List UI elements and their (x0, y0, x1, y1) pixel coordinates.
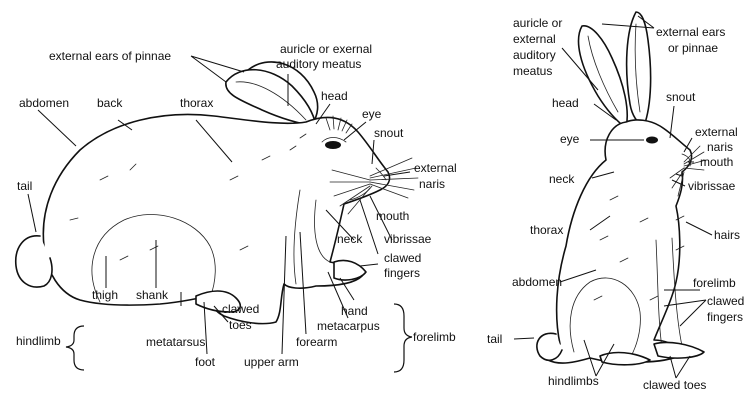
label-abdomen: abdomen (19, 96, 69, 110)
label-upper-arm: upper arm (244, 355, 299, 369)
label-clawed-fingers-1: clawed (384, 251, 421, 265)
label-shank: shank (136, 288, 169, 302)
label-sit-hairs: hairs (714, 228, 740, 242)
label-external-naris-2: naris (419, 177, 445, 191)
label-sit-abdomen: abdomen (512, 275, 562, 289)
label-snout: snout (374, 126, 404, 140)
label-sit-eye: eye (560, 132, 580, 146)
label-sit-external-naris-2: naris (707, 140, 733, 154)
rabbit-sitting-view: auricle or external auditory meatus exte… (487, 12, 744, 392)
label-sit-hindlimbs: hindlimbs (548, 374, 599, 388)
label-sit-snout: snout (666, 90, 696, 104)
label-thorax: thorax (180, 96, 213, 110)
label-thigh: thigh (92, 288, 118, 302)
label-external-naris-1: external (414, 161, 457, 175)
rabbit-side-view: external ears of pinnae auricle or exern… (16, 42, 457, 372)
label-sit-auricle-4: meatus (513, 64, 552, 78)
label-eye: eye (362, 107, 382, 121)
label-back: back (97, 96, 123, 110)
label-clawed-fingers-2: fingers (384, 266, 420, 280)
label-sit-neck: neck (549, 172, 575, 186)
label-external-ears: external ears of pinnae (49, 49, 171, 63)
label-vibrissae: vibrissae (384, 232, 432, 246)
label-metatarsus: metatarsus (146, 335, 205, 349)
label-sit-mouth: mouth (700, 155, 733, 169)
label-hindlimb: hindlimb (16, 334, 61, 348)
label-sit-clawed-fingers-1: clawed (707, 294, 744, 308)
label-forelimb-left: forelimb (413, 330, 456, 344)
label-auricle-line1: auricle or exernal (280, 42, 372, 56)
label-metacarpus: metacarpus (317, 319, 380, 333)
label-sit-tail: tail (487, 332, 502, 346)
label-sit-head: head (552, 96, 579, 110)
label-sit-forelimb: forelimb (693, 276, 736, 290)
label-forearm: forearm (296, 335, 337, 349)
label-sit-external-naris-1: external (695, 125, 738, 139)
label-hand: hand (341, 304, 368, 318)
label-sit-external-ears-2: or pinnae (668, 41, 718, 55)
label-sit-clawed-fingers-2: fingers (707, 310, 743, 324)
label-neck: neck (337, 232, 363, 246)
label-sit-auricle-3: auditory (513, 48, 556, 62)
label-auricle-line2: auditory meatus (276, 57, 361, 71)
label-sit-external-ears-1: external ears (656, 25, 725, 39)
label-sit-auricle-1: auricle or (513, 16, 562, 30)
label-head: head (321, 89, 348, 103)
label-clawed-toes-1: clawed (222, 302, 259, 316)
label-sit-vibrissae: vibrissae (688, 179, 736, 193)
label-sit-auricle-2: external (513, 32, 556, 46)
label-foot: foot (195, 355, 216, 369)
label-mouth: mouth (376, 209, 409, 223)
label-tail: tail (17, 179, 32, 193)
label-clawed-toes-2: toes (229, 318, 252, 332)
label-sit-thorax: thorax (530, 223, 563, 237)
label-sit-clawed-toes: clawed toes (643, 378, 706, 392)
